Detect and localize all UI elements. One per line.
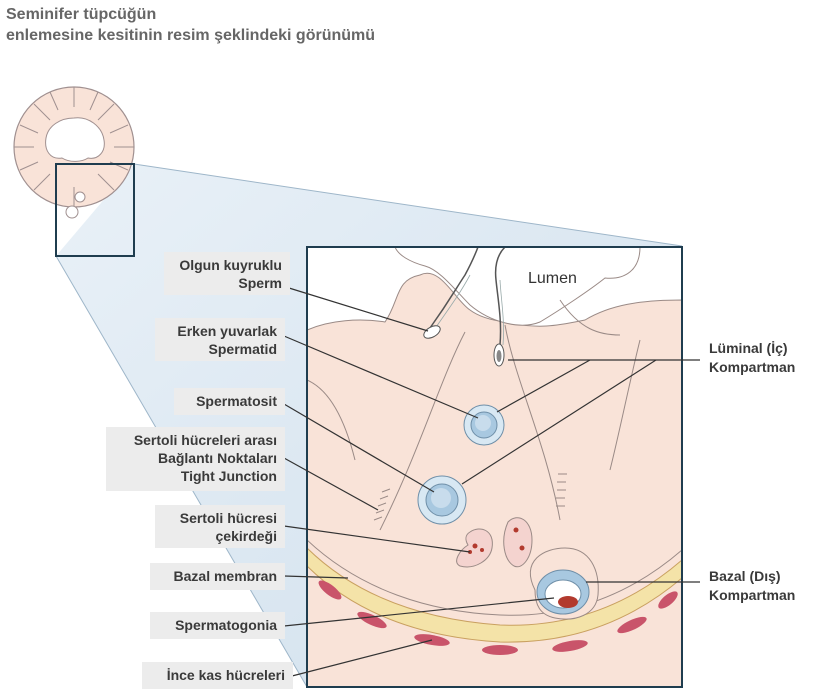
label-basal-membrane: Bazal membran [150,563,285,590]
leader-luminal-2 [496,359,591,413]
sertoli-nucleus-2 [503,517,533,568]
label-mature-sperm: Olgun kuyruklu Sperm [164,252,290,295]
tubule-cross-section [13,86,135,219]
zoom-source-box [55,163,135,257]
leader-basal-membrane [283,575,349,579]
label-spermatocyte: Spermatosit [174,388,285,415]
detail-view: Lumen [307,247,682,687]
leader-sertoli-nucleus [283,525,471,553]
title-line-2: enlemesine kesitinin resim şeklindeki gö… [6,27,376,44]
title-line-1: Seminifer tüpcüğün [6,6,157,23]
leader-smooth-muscle [291,639,433,677]
lumen-label: Lumen [528,270,577,287]
zoom-line-top [133,163,683,247]
smooth-muscle-cells [318,580,678,655]
leader-lines [283,287,700,677]
label-basal-compartment: Bazal (Dış) Kompartman [709,568,796,603]
label-luminal-compartment: Lüminal (İç) Kompartman [709,340,796,375]
diagram-title: Seminifer tüpcüğün enlemesine kesitinin … [6,4,375,46]
tight-junction-marks [373,473,567,521]
label-spermatogonia: Spermatogonia [150,612,285,639]
label-smooth-muscle: İnce kas hücreleri [142,662,293,689]
leader-mature-sperm [288,287,429,332]
leader-early-spermatid [283,335,479,419]
label-sertoli-nucleus: Sertoli hücresi çekirdeği [155,505,285,548]
leader-luminal-3 [461,359,657,485]
leader-spermatogonia [283,597,555,627]
mature-sperm [423,247,506,367]
label-early-spermatid: Erken yuvarlak Spermatid [155,318,285,361]
leader-spermatocyte [283,403,435,493]
detail-frame [306,246,683,688]
leader-tight-junction [283,457,379,511]
label-tight-junction: Sertoli hücreleri arası Bağlantı Noktala… [106,427,285,491]
